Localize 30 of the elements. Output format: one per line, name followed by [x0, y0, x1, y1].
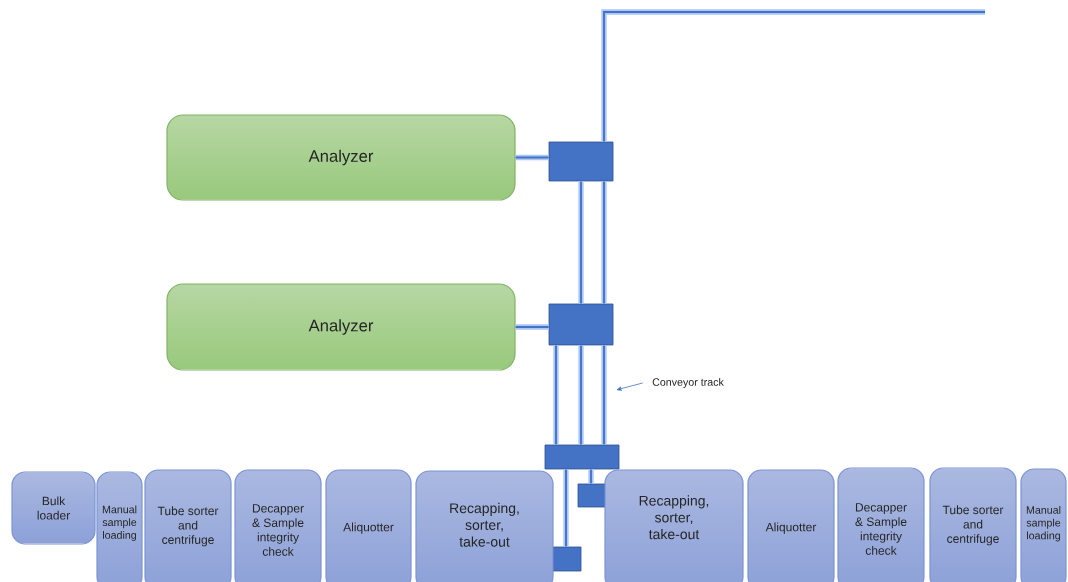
conveyor-track — [553, 344, 559, 446]
track-junction-block — [548, 141, 614, 182]
module-box: Decapper & Sample integrity check — [837, 467, 925, 582]
conveyor-track — [578, 344, 584, 446]
track-junction-block — [552, 546, 582, 572]
leader-arrow — [616, 382, 644, 391]
track-junction-block — [548, 303, 614, 346]
track-junction-block — [577, 483, 606, 508]
module-box: Manual sample loading — [96, 471, 143, 582]
conveyor-track — [601, 344, 607, 446]
module-box: Recapping, sorter, take-out — [604, 469, 744, 582]
conveyor-track — [514, 154, 550, 161]
module-box: Recapping, sorter, take-out — [415, 470, 554, 582]
conveyor-track — [601, 180, 607, 305]
conveyor-track — [578, 180, 584, 305]
module-box: Decapper & Sample integrity check — [234, 469, 322, 582]
analyzer-box: Analyzer — [166, 283, 516, 371]
module-box: Manual sample loading — [1020, 468, 1067, 582]
track-junction-block — [544, 444, 620, 470]
analyzer-box: Analyzer — [166, 114, 516, 201]
conveyor-track — [563, 468, 569, 548]
conveyor-track — [588, 468, 594, 485]
conveyor-track — [601, 9, 986, 143]
module-box: Aliquotter — [325, 469, 412, 582]
module-box: Aliquotter — [747, 469, 835, 582]
module-box: Tube sorter and centrifuge — [929, 467, 1017, 582]
module-box: Tube sorter and centrifuge — [144, 469, 232, 582]
conveyor-track — [514, 324, 550, 330]
module-box: Bulk loader — [11, 471, 96, 545]
track-label: Conveyor track — [652, 378, 724, 388]
